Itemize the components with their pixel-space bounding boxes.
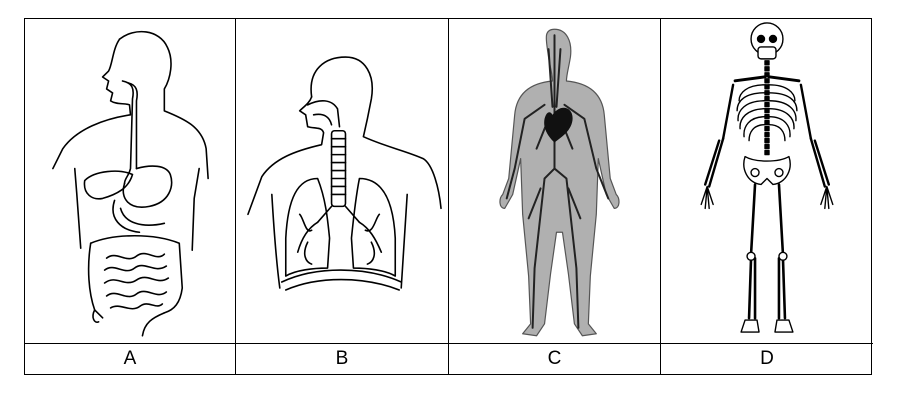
panel-b: B [236,19,449,374]
skeletal-system-icon [661,19,873,344]
respiratory-system-icon [236,19,448,344]
digestive-system-icon [25,19,235,344]
panel-a-label: A [123,348,137,369]
panel-c-label: C [547,348,562,369]
panel-b-label: B [335,348,349,369]
circulatory-system-icon [449,19,660,344]
panel-d: D [661,19,873,374]
panel-a: A [25,19,236,374]
panel-d-label: D [760,348,774,369]
organ-systems-table: A [24,18,873,375]
panel-c: C [449,19,661,374]
